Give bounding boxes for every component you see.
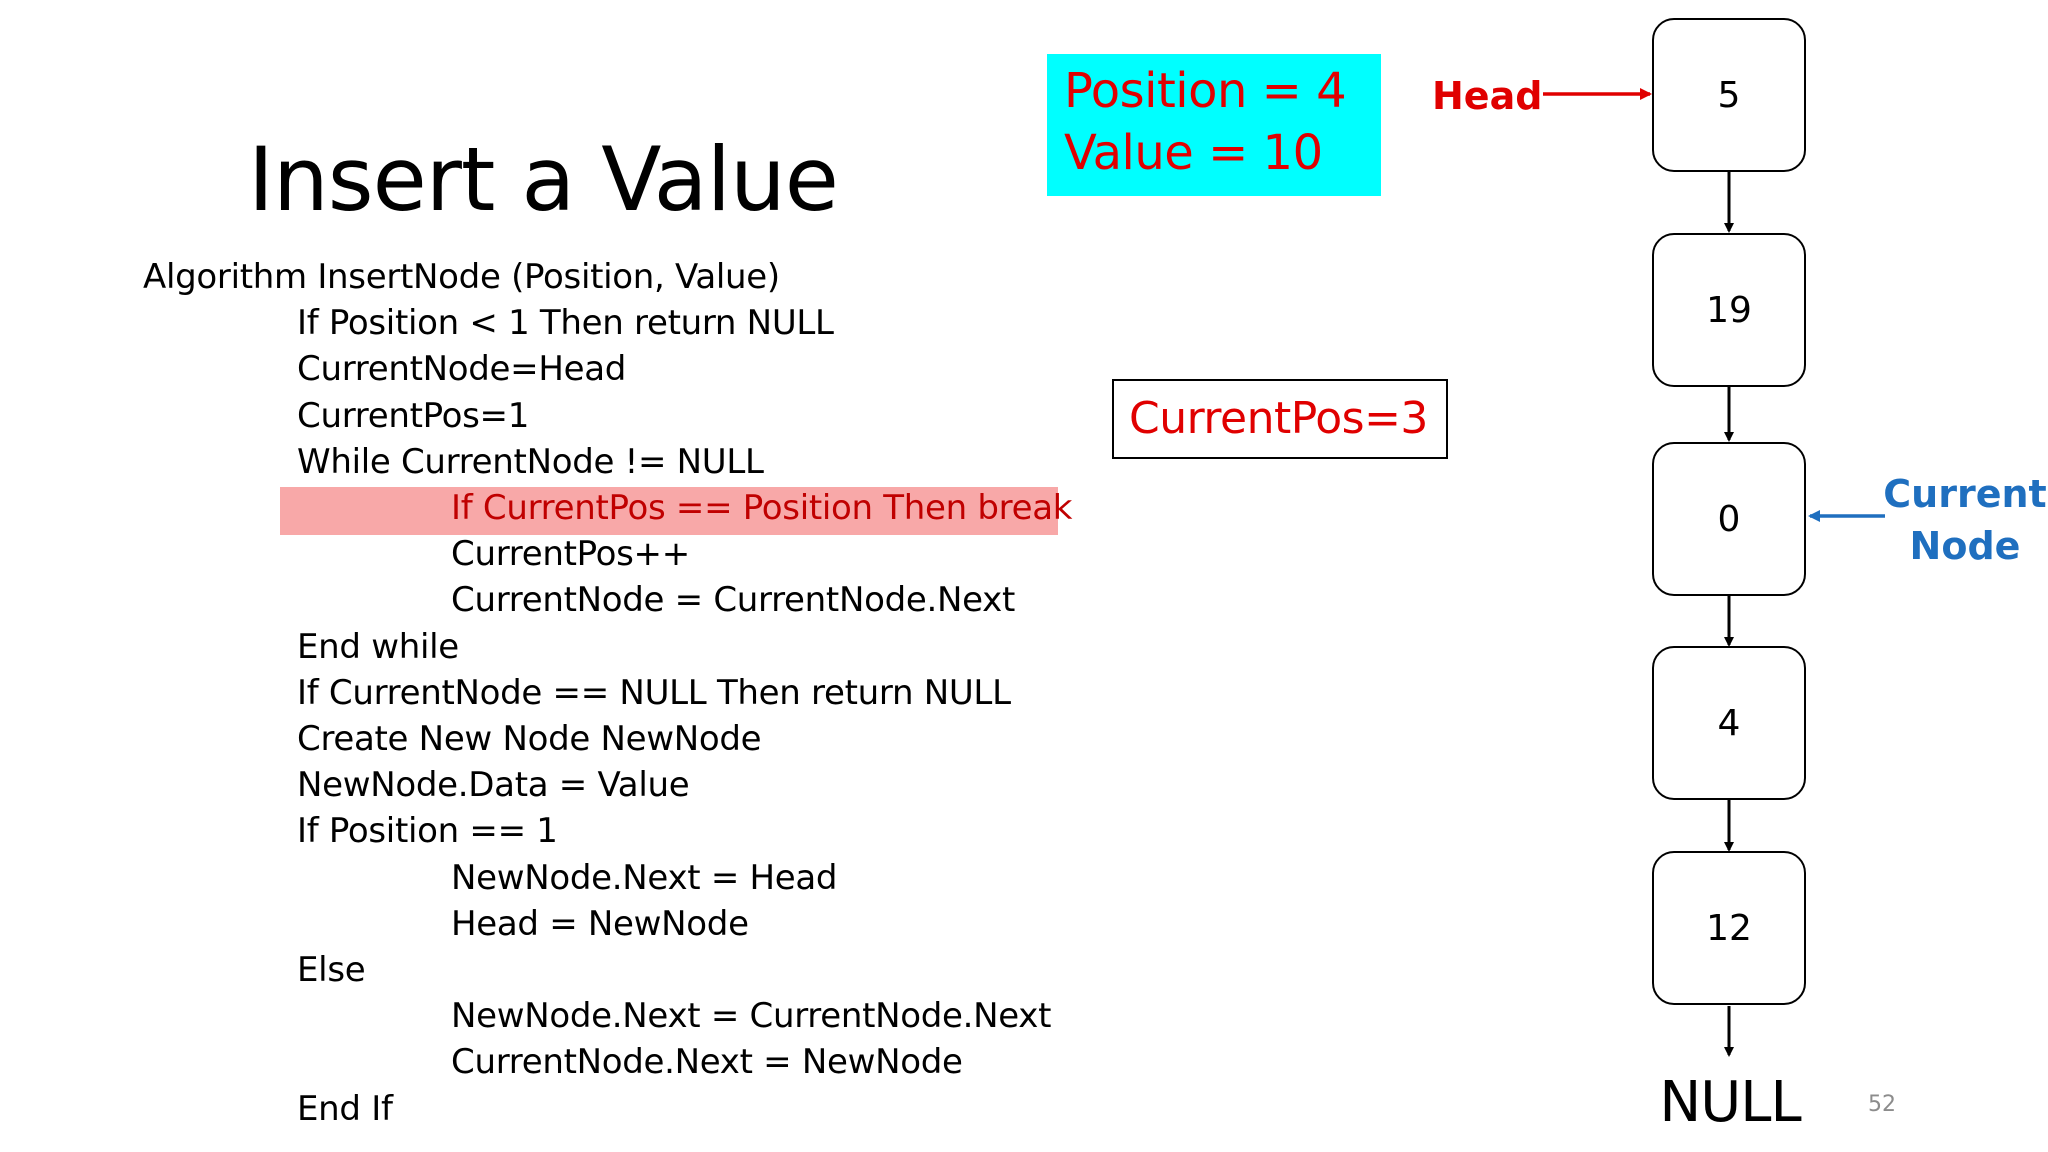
code-line: Else xyxy=(297,950,366,990)
code-line: If CurrentNode == NULL Then return NULL xyxy=(297,672,1011,713)
position-param: Position = 4 xyxy=(1064,63,1347,119)
code-line: NewNode.Next = Head xyxy=(451,857,838,898)
value-param: Value = 10 xyxy=(1064,125,1323,181)
code-line: Head = NewNode xyxy=(451,903,749,944)
code-line: NewNode.Data = Value xyxy=(297,765,690,806)
code-line: CurrentPos=1 xyxy=(297,395,530,436)
list-node: 5 xyxy=(1652,18,1806,172)
current-node-label-line2: Node xyxy=(1909,524,2021,568)
current-pos-box: CurrentPos=3 xyxy=(1112,379,1448,459)
code-line-highlighted: If CurrentPos == Position Then break xyxy=(451,488,1073,528)
list-node: 4 xyxy=(1652,646,1806,800)
code-line: CurrentNode.Next = NewNode xyxy=(451,1042,963,1083)
code-line: End while xyxy=(297,626,459,667)
current-node-label-line1: Current xyxy=(1883,472,2047,516)
code-line: If Position == 1 xyxy=(297,811,558,852)
highlight-bar xyxy=(280,487,1058,535)
code-line: NewNode.Next = CurrentNode.Next xyxy=(451,996,1052,1037)
code-line: CurrentNode=Head xyxy=(297,349,627,390)
head-label: Head xyxy=(1432,74,1543,118)
code-line: CurrentNode = CurrentNode.Next xyxy=(451,580,1015,621)
list-node: 19 xyxy=(1652,233,1806,387)
list-node-current: 0 xyxy=(1652,442,1806,596)
code-line: Algorithm InsertNode (Position, Value) xyxy=(143,257,780,297)
current-node-label: Current Node xyxy=(1880,468,2048,572)
code-line: While CurrentNode != NULL xyxy=(297,441,764,482)
params-box: Position = 4 Value = 10 xyxy=(1047,54,1381,196)
code-line: If Position < 1 Then return NULL xyxy=(297,303,834,344)
code-line: CurrentPos++ xyxy=(451,534,690,575)
null-label: NULL xyxy=(1659,1070,1801,1135)
slide-title: Insert a Value xyxy=(248,128,839,231)
list-node: 12 xyxy=(1652,851,1806,1005)
code-line: Create New Node NewNode xyxy=(297,719,762,759)
page-number: 52 xyxy=(1868,1092,1896,1117)
code-line: End If xyxy=(297,1088,393,1129)
